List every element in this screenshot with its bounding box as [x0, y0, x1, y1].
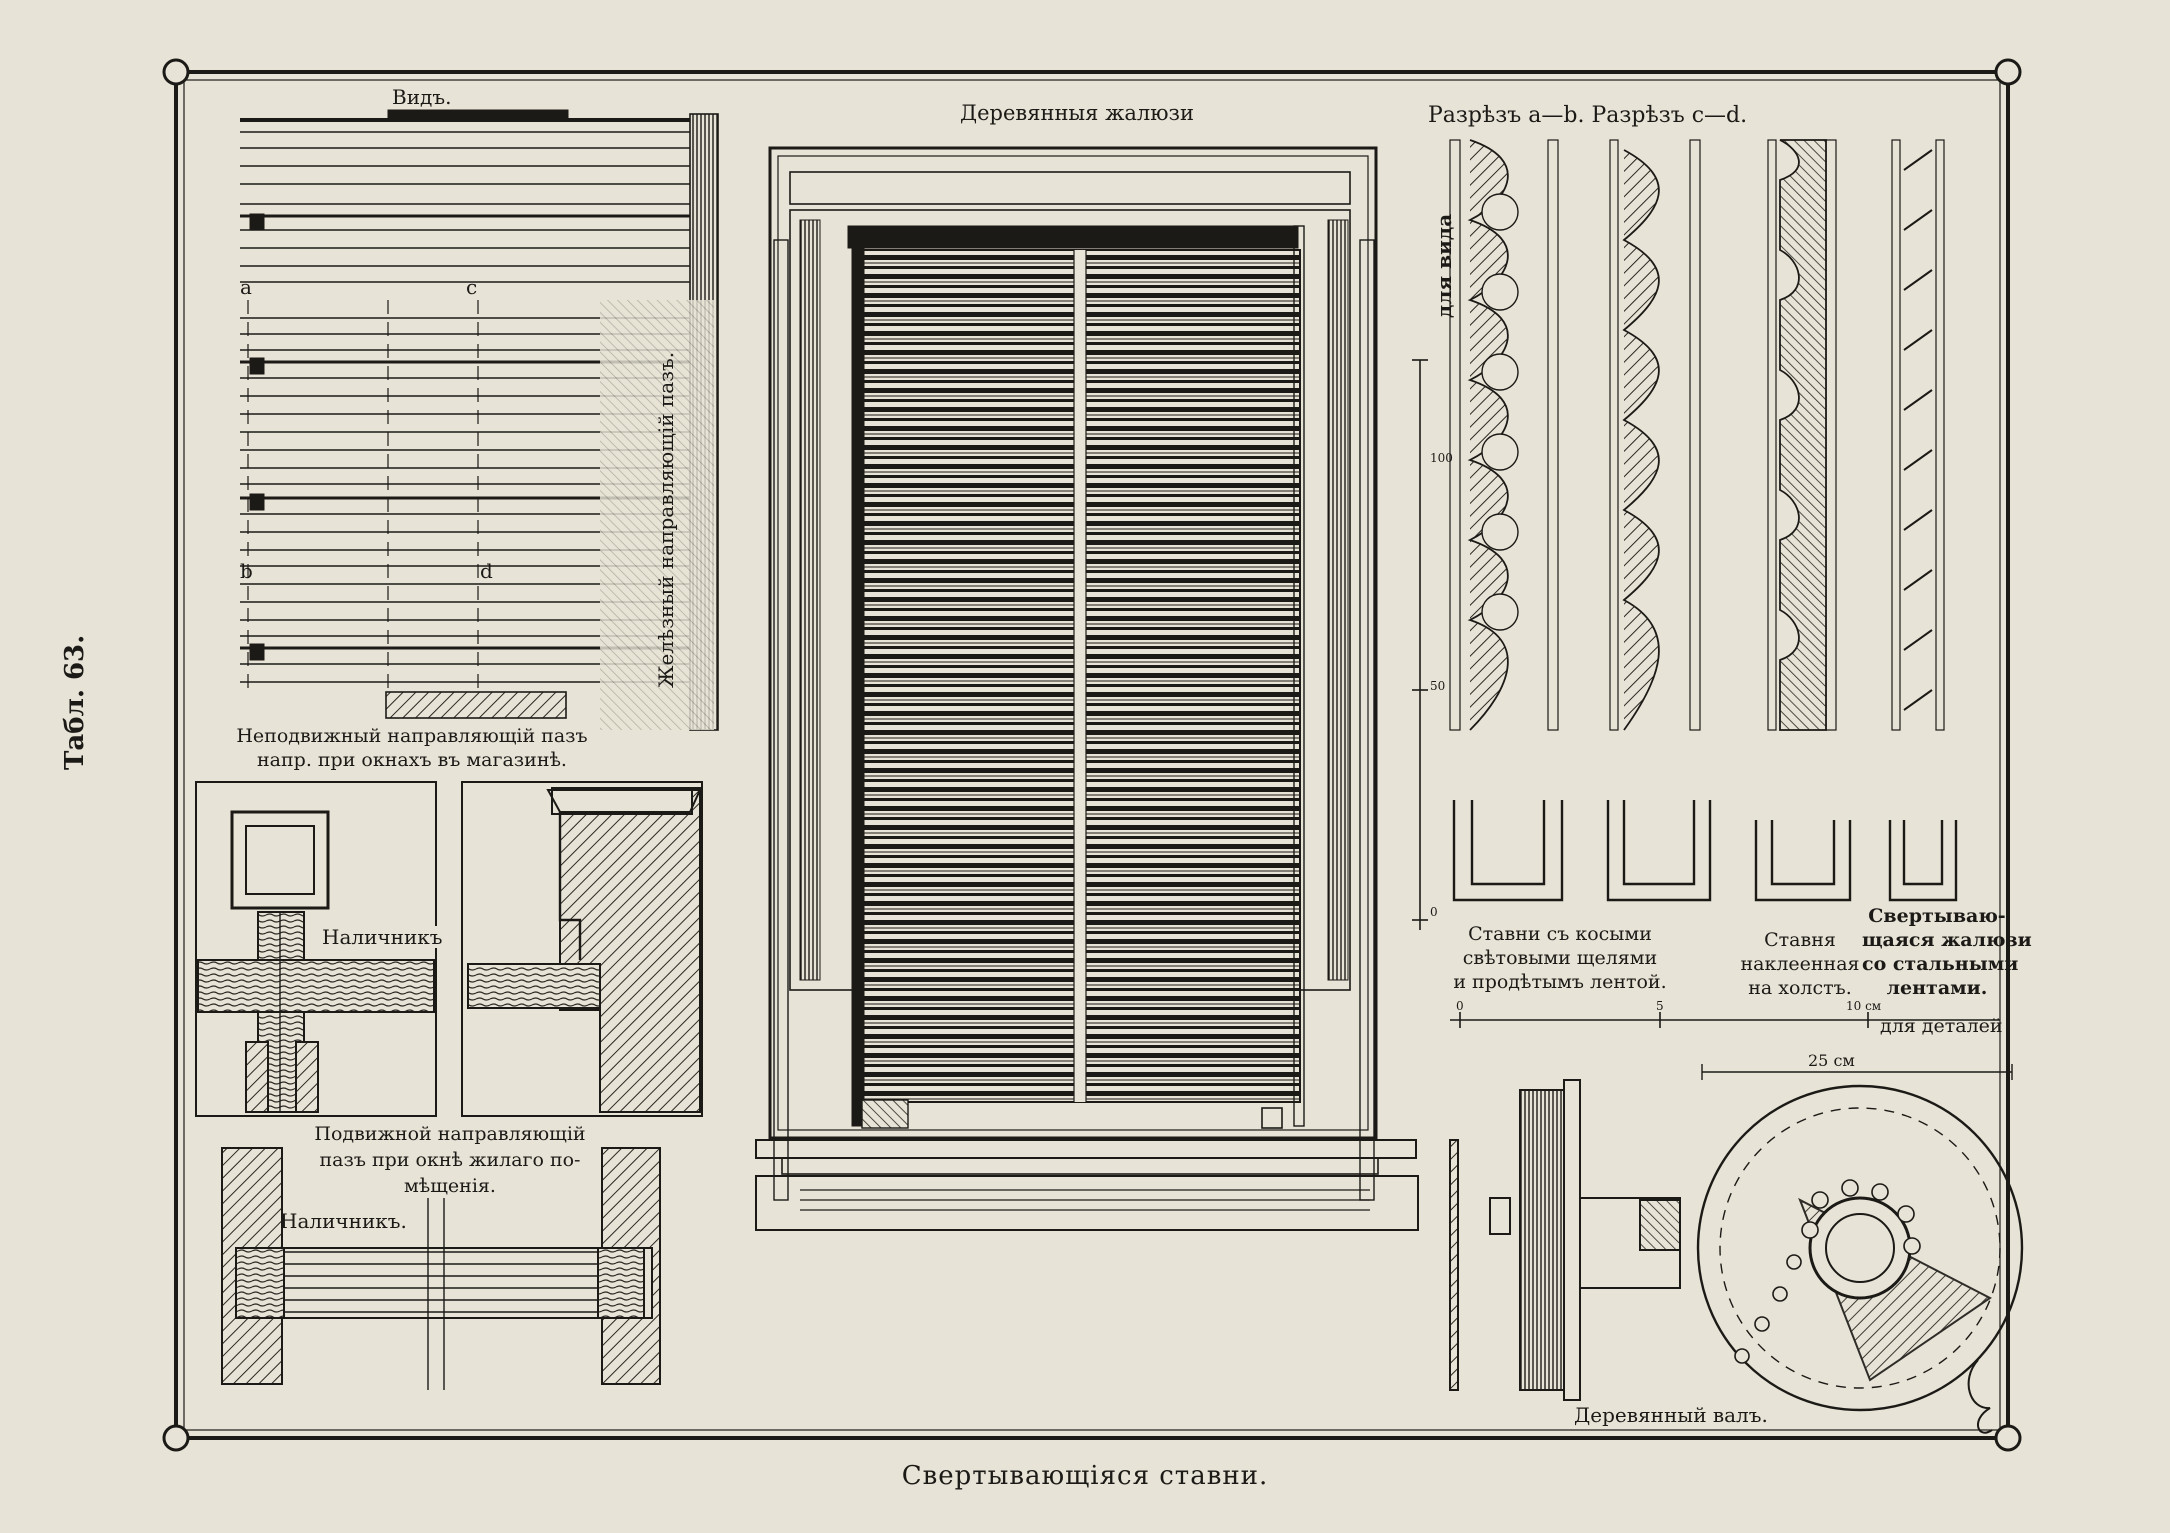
plate-title: Свертывающiяся ставни.: [901, 1461, 1269, 1491]
section-mark-c: c: [466, 275, 478, 299]
movable-groove-caption-2: пазъ при окнѣ жилаго по-: [319, 1149, 581, 1171]
scale-details-tick-10: 10 см: [1846, 999, 1882, 1013]
iron-groove-label: Желѣзный направляющiй пазъ.: [654, 351, 678, 688]
scale-details-tick-5: 5: [1656, 999, 1664, 1013]
fixed-groove-caption-2: напр. при окнахъ въ магазинѣ.: [257, 749, 567, 771]
caption-slanted-slots-1: Ставни съ косыми: [1468, 923, 1652, 945]
roller-dimension: 25 см: [1808, 1051, 1855, 1070]
plate-number: Табл. 63.: [60, 634, 90, 770]
wooden-blinds-label: Деревянныя жалюзи: [960, 101, 1194, 125]
nalichnik-label-2: Наличникъ.: [280, 1209, 407, 1233]
wooden-roller-drawing: [1449, 1064, 2024, 1434]
scale-view-tick-0: 0: [1430, 905, 1438, 919]
section-mark-d: d: [480, 559, 493, 583]
sections-label: Разрѣзъ a—b. Разрѣзъ c—d.: [1428, 103, 1748, 128]
scale-view-label: для вида: [1432, 213, 1456, 318]
caption-steel-tape-1: Свертываю-: [1868, 905, 2006, 927]
caption-steel-tape-2: щаяся жалюзи: [1862, 929, 2032, 951]
caption-slanted-slots-2: свѣтовыми щелями: [1462, 947, 1658, 969]
caption-slanted-slots-3: и продѣтымъ лентой.: [1453, 971, 1667, 993]
movable-groove-detail: [221, 1147, 661, 1390]
movable-groove-caption-1: Подвижной направляющiй: [314, 1123, 586, 1145]
sections-drawing: [1449, 139, 1945, 731]
view-drawing: [240, 109, 719, 731]
caption-steel-tape-4: лентами.: [1886, 977, 1988, 999]
caption-canvas-shutter-1: Ставня: [1764, 929, 1836, 951]
view-label: Видъ.: [392, 85, 452, 109]
scale-lines: [1412, 359, 2000, 1028]
fixed-groove-detail: [195, 781, 703, 1117]
scale-details-label: для деталей: [1880, 1015, 2003, 1037]
wooden-blinds-elevation: [755, 146, 1419, 1231]
scale-view-tick-100: 100: [1430, 451, 1453, 465]
scale-view-tick-50: 50: [1430, 679, 1446, 693]
nalichnik-label-1: Наличникъ: [322, 925, 443, 949]
caption-canvas-shutter-2: наклеенная: [1740, 953, 1860, 975]
wooden-roller-label: Деревянный валъ.: [1574, 1403, 1768, 1427]
section-mark-a: a: [240, 275, 252, 299]
plate-border: [162, 58, 2022, 1452]
caption-canvas-shutter-3: на холстъ.: [1748, 977, 1852, 999]
movable-groove-caption-3: мѣщенiя.: [404, 1175, 496, 1197]
caption-steel-tape-3: со стальными: [1862, 953, 2019, 975]
fixed-groove-caption-1: Неподвижный направляющiй пазъ: [236, 725, 588, 747]
section-mark-b: b: [240, 559, 253, 583]
channel-profiles: [1452, 800, 1958, 902]
scale-details-tick-0: 0: [1456, 999, 1464, 1013]
